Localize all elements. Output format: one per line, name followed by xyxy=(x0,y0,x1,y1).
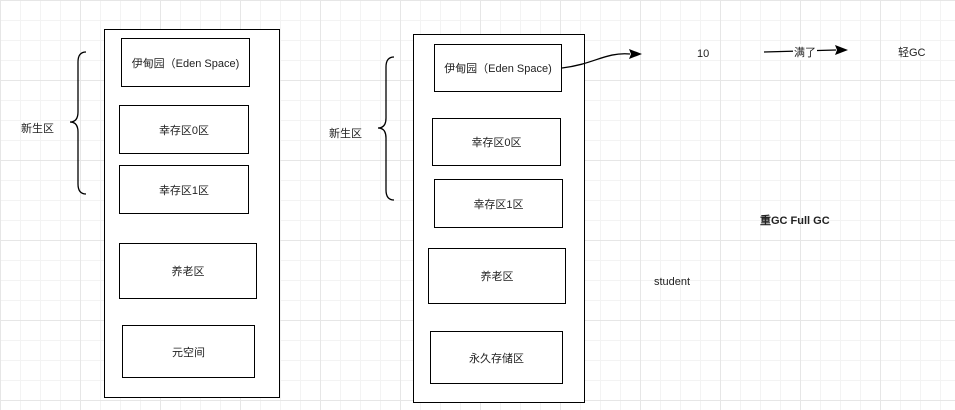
minor-gc-label: 轻GC xyxy=(898,47,926,59)
student-label: student xyxy=(654,276,691,288)
left-survivor0-box: 幸存区0区 xyxy=(119,105,249,154)
right-survivor1-box: 幸存区1区 xyxy=(434,179,563,228)
full-label: 满了 xyxy=(793,44,817,60)
left-young-gen-label: 新生区 xyxy=(21,123,54,135)
left-meta-box: 元空间 xyxy=(122,325,255,378)
left-brace xyxy=(69,51,87,195)
major-gc-label: 重GC Full GC xyxy=(760,215,830,227)
full-arrowhead xyxy=(835,45,848,55)
right-perm-box: 永久存储区 xyxy=(430,331,563,384)
eden-to-count-arrowhead xyxy=(629,49,642,59)
eden-to-count-arrow-line xyxy=(561,53,631,69)
left-eden-box: 伊甸园（Eden Space) xyxy=(121,38,250,87)
left-survivor1-box: 幸存区1区 xyxy=(119,165,249,214)
right-eden-box: 伊甸园（Eden Space) xyxy=(434,44,562,92)
count-label: 10 xyxy=(697,48,710,60)
right-survivor0-box: 幸存区0区 xyxy=(432,118,561,166)
right-young-gen-label: 新生区 xyxy=(329,128,362,140)
right-old-box: 养老区 xyxy=(428,248,566,304)
left-old-box: 养老区 xyxy=(119,243,257,299)
right-brace xyxy=(377,56,395,201)
